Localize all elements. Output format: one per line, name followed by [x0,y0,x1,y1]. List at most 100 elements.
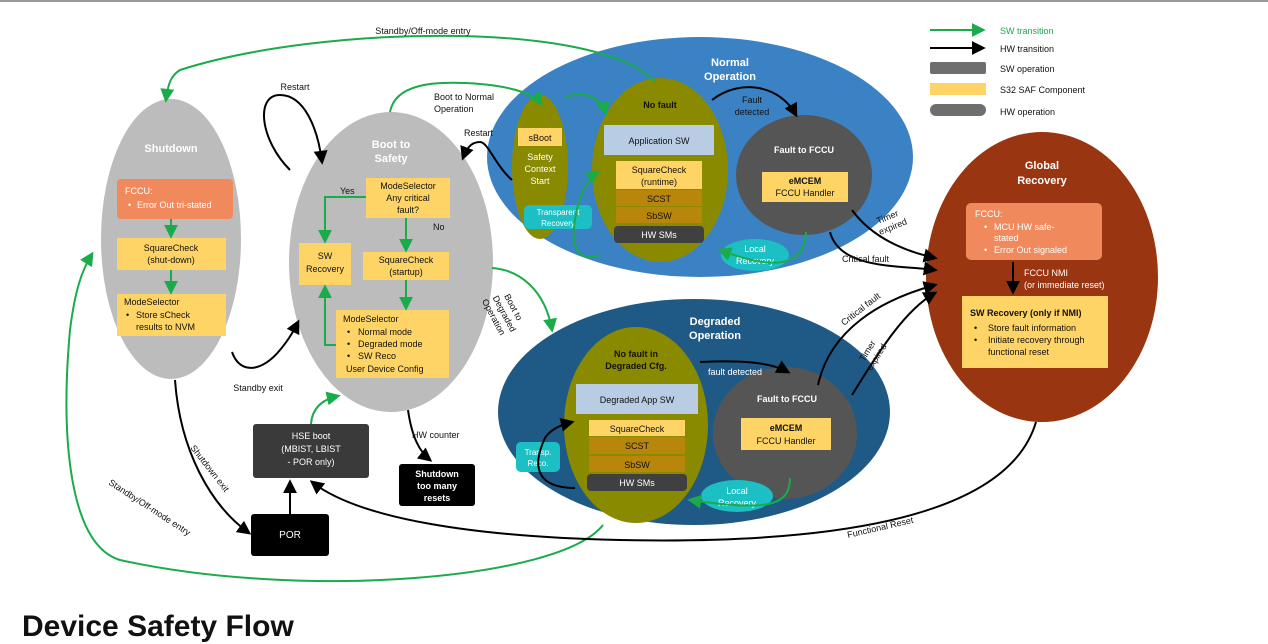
shutdown-store-1: Store sCheck [136,310,191,320]
svg-text:•: • [984,222,987,232]
legend-saf-component: S32 SAF Component [1000,85,1086,95]
degraded-fccu-handler: FCCU Handler [756,436,815,446]
fault-to-fccu-label: Fault to FCCU [774,145,834,155]
label-shutdown-exit: Shutdown exit [188,443,231,494]
normal-sbsw: SbSW [646,211,672,221]
degraded-emcem: eMCEM [770,423,803,433]
boot-swreco-2: Recovery [306,264,345,274]
shutdown-fccu-item: Error Out tri-stated [137,200,212,210]
degraded-hwsms-box [587,474,687,491]
global-fccu-label: FCCU: [975,209,1003,219]
shutdown-resets-1: Shutdown [415,469,459,479]
normal-title-1: Normal [711,57,749,69]
boot-sc-2: (startup) [389,267,423,277]
shutdown-fccu-label: FCCU: [125,186,153,196]
degraded-title-1: Degraded [690,316,741,328]
shutdown-squarecheck-1: SquareCheck [144,243,199,253]
global-swreco-1: Store fault information [988,323,1076,333]
normal-hwsms-box [614,226,704,243]
degraded-sbsw: SbSW [624,460,650,470]
boot-ms-2: Any critical [386,193,430,203]
legend-saf-swatch [930,83,986,95]
boot-ms2-footer: User Device Config [346,364,424,374]
shutdown-squarecheck-2: (shut-down) [147,255,195,265]
degraded-app-sw-box [576,384,698,414]
svg-text:•: • [347,339,350,349]
normal-scst-box [616,190,702,206]
top-border-line [0,0,1268,2]
degraded-local-2: Recovery [718,498,757,508]
label-functional-reset: Functional Reset [846,515,915,540]
shutdown-modeselector: ModeSelector [124,297,180,307]
degraded-fault-fccu-label: Fault to FCCU [757,394,817,404]
shutdown-squarecheck-box [117,238,226,270]
sboot-box [518,128,562,146]
shutdown-resets-3: resets [424,493,451,503]
global-title-2: Recovery [1017,175,1067,187]
global-item-1b: stated [994,233,1019,243]
safety-1: Safety [527,152,553,162]
por-box [251,514,329,556]
global-swreco-box [962,296,1108,368]
degraded-hwsms: HW SMs [619,478,655,488]
label-standby-entry-bottom: Standby/Off-mode entry [107,477,193,538]
svg-text:•: • [974,323,977,333]
hse-line-2: (MBIST, LBIST [281,444,341,454]
fault-detected-2: detected [735,107,770,117]
normal-emcem-box [762,172,848,202]
normal-scst: SCST [647,194,672,204]
label-restart-right: Restart [464,128,494,138]
degraded-nofault-1: No fault in [614,349,658,359]
safety-flow-diagram: SW transition HW transition SW operation… [65,23,1158,583]
label-standby-entry-top: Standby/Off-mode entry [375,26,471,36]
global-nmi-2: (or immediate reset) [1024,280,1105,290]
normal-sc-1: SquareCheck [632,165,687,175]
hse-boot-box [253,424,369,478]
shutdown-store-2: results to NVM [136,322,195,332]
no-fault-label: No fault [643,100,677,110]
normal-sbsw-box [616,207,702,223]
degraded-squarecheck-box [589,420,685,436]
page-title: Device Safety Flow [22,610,294,643]
boot-swreco-1: SW [318,251,333,261]
transp-2: Recovery [541,219,575,228]
global-fccu-box [966,203,1102,260]
boot-ms2-item: Normal mode [358,327,412,337]
shutdown-store-bullet: • [126,310,129,320]
legend-hw-operation: HW operation [1000,107,1055,117]
label-critical-fault-1: Critical fault [842,254,890,264]
normal-hwsms: HW SMs [641,230,677,240]
shutdown-title: Shutdown [144,143,197,155]
label-standby-exit: Standby exit [233,383,283,393]
svg-text:•: • [974,335,977,345]
global-nmi-1: FCCU NMI [1024,268,1068,278]
boot-ms-3: fault? [397,205,419,215]
safety-3: Start [530,176,550,186]
boot-ms2-item: Degraded mode [358,339,423,349]
degraded-sc: SquareCheck [610,424,665,434]
boot-ms2-items: • Normal mode • Degraded mode • SW Reco [347,327,423,361]
transp-1: Transparent [537,208,581,217]
boot-modeselector2-box [336,310,449,378]
normal-emcem: eMCEM [789,176,822,186]
fault-detected-1: Fault [742,95,763,105]
label-boot-normal-2: Operation [434,104,474,114]
global-swreco-2b: functional reset [988,347,1050,357]
degraded-scst: SCST [625,441,650,451]
degraded-title-2: Operation [689,330,741,342]
boot-squarecheck-box [363,252,449,280]
application-sw-box [604,125,714,155]
svg-text:•: • [347,351,350,361]
shutdown-fccu-bullet: • [128,200,131,210]
normal-squarecheck-box [616,161,702,189]
svg-text:•: • [984,245,987,255]
degraded-transp-1: Transp. [525,448,552,457]
boot-ms-1: ModeSelector [380,181,436,191]
degraded-nofault-2: Degraded Cfg. [605,361,667,371]
sboot-label: sBoot [528,133,552,143]
label-hw-counter: HW counter [412,430,460,440]
global-swreco-title: SW Recovery (only if NMI) [970,308,1082,318]
normal-local-1: Local [744,244,766,254]
normal-sc-2: (runtime) [641,177,677,187]
svg-text:•: • [347,327,350,337]
